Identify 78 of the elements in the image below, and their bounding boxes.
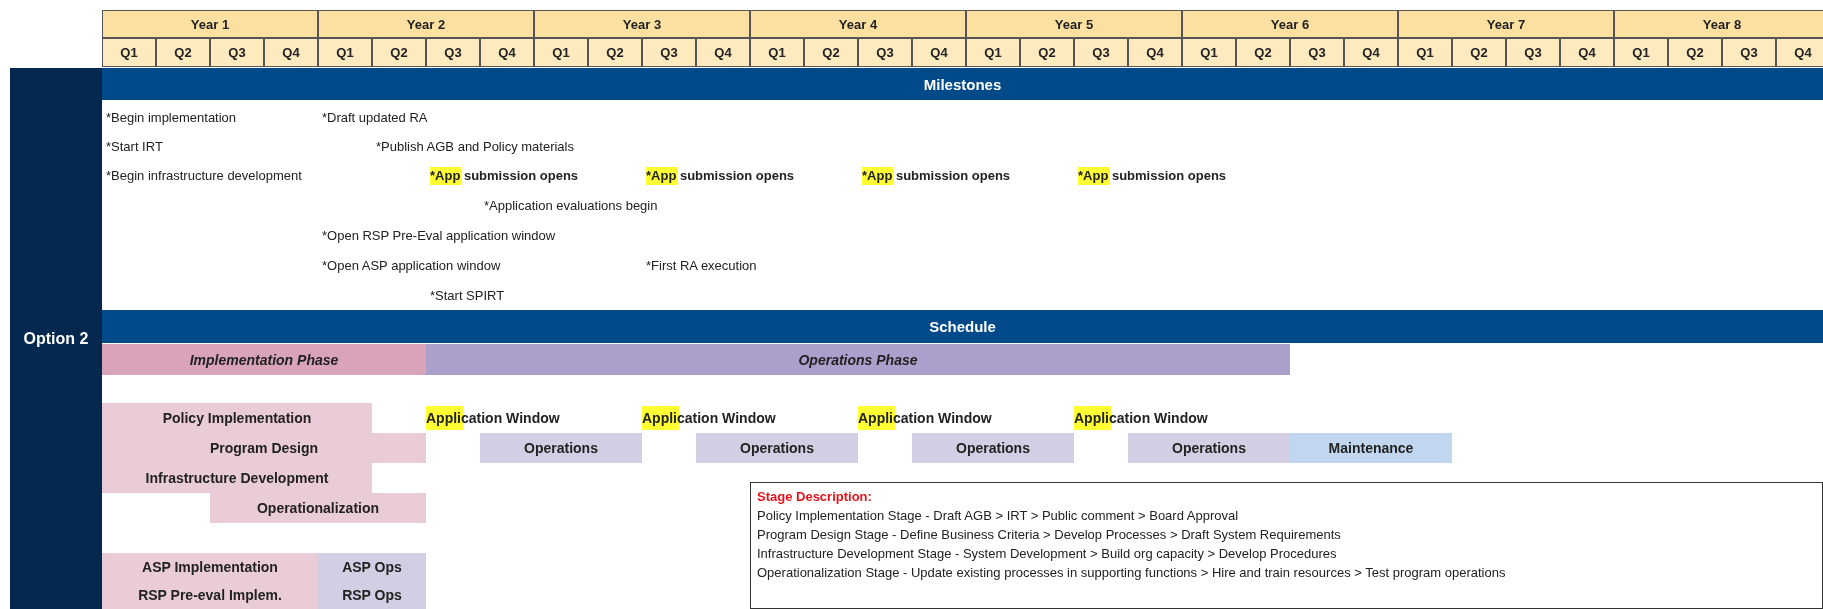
stage-bar: Operationalization: [210, 493, 426, 523]
milestone-text: *Draft updated RA: [322, 109, 428, 127]
milestone-text: *Open ASP application window: [322, 257, 501, 275]
milestone-text: *App submission opens: [430, 167, 579, 185]
operations-bar: Operations: [912, 433, 1074, 463]
track-bar: ASP Implementation: [102, 553, 318, 581]
milestone-text: *App submission opens: [862, 167, 1011, 185]
description-line: Operationalization Stage - Update existing processes in supporting functions > Hire and train resources > Test program operations: [757, 564, 1506, 582]
milestone-text: *Publish AGB and Policy materials: [376, 138, 574, 156]
milestone-text: *Start SPIRT: [430, 287, 505, 305]
milestone-text: *App submission opens: [1078, 167, 1227, 185]
quarter-header: Q4: [1776, 38, 1823, 67]
operations-bar: Operations: [1128, 433, 1290, 463]
quarter-header: Q1: [1614, 38, 1668, 67]
quarter-header: Q3: [1722, 38, 1776, 67]
year-header: Year 3: [534, 10, 750, 38]
stage-bar: Infrastructure Development: [102, 463, 372, 493]
quarter-header: Q4: [264, 38, 318, 67]
milestone-text: *Begin infrastructure development: [106, 167, 302, 185]
milestone-text: *Start IRT: [106, 138, 163, 156]
milestone-text: *Application evaluations begin: [484, 197, 658, 215]
section-header-bar: Milestones: [102, 68, 1823, 100]
operations-bar: Operations: [696, 433, 858, 463]
description-line: Program Design Stage - Define Business Criteria > Develop Processes > Draft System Requirements: [757, 526, 1341, 544]
stage-bar: Policy Implementation: [102, 403, 372, 433]
year-header: Year 5: [966, 10, 1182, 38]
quarter-header: Q2: [1452, 38, 1506, 67]
quarter-header: Q3: [210, 38, 264, 67]
milestone-text: *First RA execution: [646, 257, 757, 275]
quarter-header: Q2: [804, 38, 858, 67]
option-column: Option 2: [10, 68, 102, 609]
year-header: Year 7: [1398, 10, 1614, 38]
track-bar: ASP Ops: [318, 553, 426, 581]
milestone-text: *Begin implementation: [106, 109, 237, 127]
quarter-header: Q3: [1506, 38, 1560, 67]
year-header: Year 6: [1182, 10, 1398, 38]
quarter-header: Q4: [1560, 38, 1614, 67]
stage-bar: Program Design: [102, 433, 426, 463]
quarter-header: Q2: [156, 38, 210, 67]
quarter-header: Q4: [1128, 38, 1182, 67]
operations-bar: Operations: [480, 433, 642, 463]
quarter-header: Q1: [750, 38, 804, 67]
quarter-header: Q1: [318, 38, 372, 67]
quarter-header: Q2: [588, 38, 642, 67]
quarter-header: Q3: [426, 38, 480, 67]
description-heading: Stage Description:: [757, 488, 872, 506]
quarter-header: Q3: [642, 38, 696, 67]
year-header: Year 4: [750, 10, 966, 38]
milestone-text: *App submission opens: [646, 167, 795, 185]
section-header-bar: Schedule: [102, 310, 1823, 343]
phase-bar: Operations Phase: [426, 344, 1290, 375]
quarter-header: Q4: [696, 38, 750, 67]
year-header: Year 1: [102, 10, 318, 38]
description-line: Infrastructure Development Stage - System Development > Build org capacity > Develop Procedures: [757, 545, 1337, 563]
quarter-header: Q2: [1236, 38, 1290, 67]
milestone-text: *Open RSP Pre-Eval application window: [322, 227, 556, 245]
quarter-header: Q2: [1668, 38, 1722, 67]
quarter-header: Q3: [1290, 38, 1344, 67]
quarter-header: Q1: [966, 38, 1020, 67]
quarter-header: Q1: [102, 38, 156, 67]
quarter-header: Q4: [912, 38, 966, 67]
quarter-header: Q1: [1182, 38, 1236, 67]
stage-description-box: [750, 482, 1823, 609]
quarter-header: Q3: [858, 38, 912, 67]
year-header: Year 8: [1614, 10, 1823, 38]
track-bar: RSP Ops: [318, 581, 426, 609]
quarter-header: Q1: [534, 38, 588, 67]
maintenance-bar: Maintenance: [1290, 433, 1452, 463]
quarter-header: Q2: [372, 38, 426, 67]
phase-bar: Implementation Phase: [102, 344, 426, 375]
quarter-header: Q4: [1344, 38, 1398, 67]
year-header: Year 2: [318, 10, 534, 38]
quarter-header: Q2: [1020, 38, 1074, 67]
description-line: Policy Implementation Stage - Draft AGB > IRT > Public comment > Board Approval: [757, 507, 1239, 525]
quarter-header: Q4: [480, 38, 534, 67]
track-bar: RSP Pre-eval Implem.: [102, 581, 318, 609]
quarter-header: Q1: [1398, 38, 1452, 67]
quarter-header: Q3: [1074, 38, 1128, 67]
